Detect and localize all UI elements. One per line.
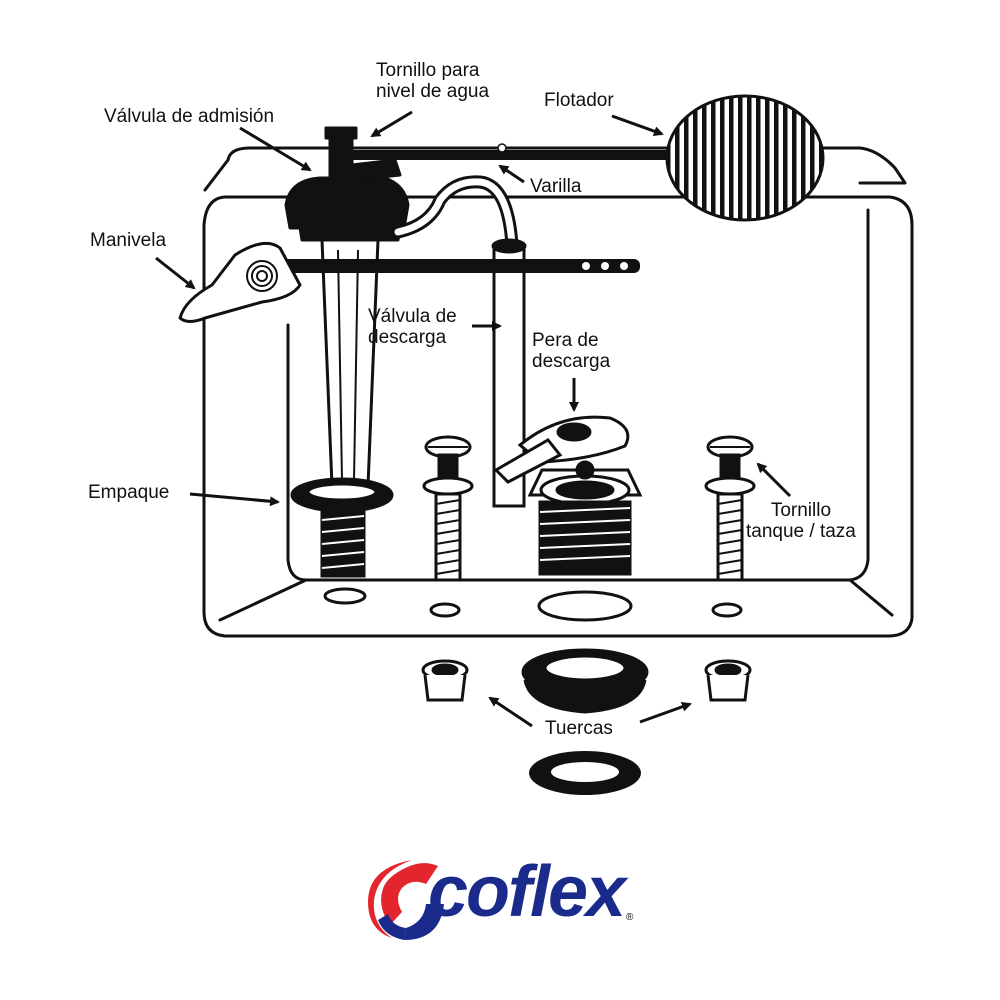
tank-outline (226, 146, 907, 185)
registered-mark: ® (626, 912, 634, 923)
coflex-logo-text: coflex (428, 852, 626, 932)
arrow-empaque (189, 492, 280, 507)
coflex-logo-mark (368, 860, 444, 940)
arrow-tornillo-tanque (756, 462, 792, 498)
tank-front (202, 195, 914, 638)
flapper (493, 415, 630, 484)
handle (178, 241, 302, 323)
arrow-varilla (498, 164, 525, 184)
flush-valve (527, 468, 643, 576)
tank-holes (323, 587, 743, 622)
arrow-manivela (155, 256, 196, 290)
arrow-tuercas-left (488, 696, 533, 728)
nut-right (704, 659, 752, 702)
label-tornillo-tanque: Tornillo tanque / taza (746, 500, 856, 542)
label-empaque: Empaque (88, 482, 170, 503)
float-rod (340, 143, 670, 160)
arrow-valvula-admision (239, 126, 312, 172)
label-tuercas: Tuercas (545, 718, 613, 739)
arrow-tornillo-nivel (370, 110, 413, 138)
float-ball (665, 94, 825, 222)
label-valvula-descarga: Válvula de descarga (368, 306, 457, 348)
arrow-flotador (611, 114, 664, 136)
spud-nut (521, 648, 649, 714)
tank-bolt-right (704, 435, 756, 582)
gasket (290, 477, 394, 578)
label-varilla: Varilla (530, 176, 582, 197)
label-manivela: Manivela (90, 230, 167, 251)
label-valvula-admision: Válvula de admisión (104, 106, 275, 127)
arrow-tuercas-right (639, 702, 692, 724)
label-tornillo-nivel: Tornillo para nivel de agua (376, 60, 490, 102)
label-pera-descarga: Pera de descarga (532, 330, 611, 372)
tank-bolt-left (422, 435, 474, 582)
rubber-washer (529, 751, 641, 795)
nut-left (421, 659, 469, 702)
label-flotador: Flotador (544, 90, 614, 111)
trip-lever-arm (262, 259, 640, 273)
